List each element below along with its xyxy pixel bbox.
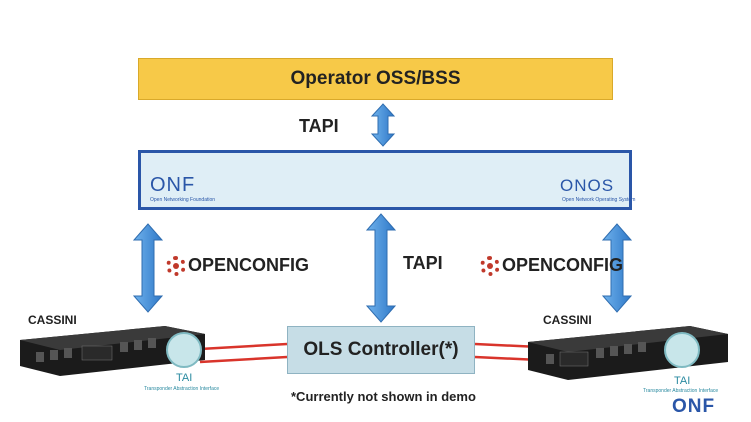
arrow-controller-ols [365, 213, 397, 323]
ols-controller-box: OLS Controller(*) [287, 326, 475, 374]
tai-left-label: TAI [176, 372, 193, 384]
footer-onf-logo: ONF [672, 396, 716, 417]
onos-caption: Open Network Operating System [562, 197, 636, 203]
ols-label: OLS Controller(*) [303, 339, 459, 360]
openconfig-right-label: OPENCONFIG [502, 255, 624, 275]
footnote: *Currently not shown in demo [291, 389, 476, 404]
onos-logo-text: ONOS [560, 176, 615, 195]
tapi-middle-label: TAPI [403, 253, 443, 273]
onf-caption: Open Networking Foundation [150, 197, 216, 203]
tai-right-label: TAI [674, 375, 691, 387]
arrow-controller-cassini-right [601, 223, 633, 313]
tapi-top-label: TAPI [299, 116, 339, 136]
tai-right-caption: Transponder Abstraction Interface [643, 388, 719, 394]
gear-icon [480, 255, 500, 276]
cassini-left-label: CASSINI [28, 313, 77, 327]
cassini-right-label: CASSINI [543, 313, 592, 327]
arrow-oss-controller [370, 103, 396, 147]
openconfig-logo-right: OPENCONFIG [480, 255, 623, 276]
onf-logo-text: ONF [150, 174, 196, 196]
operator-oss-bss-box: Operator OSS/BSS [138, 58, 613, 100]
openconfig-left-label: OPENCONFIG [188, 255, 310, 275]
sdn-controller-bar [138, 150, 632, 210]
openconfig-logo-left: OPENCONFIG [166, 255, 309, 276]
oss-label: Operator OSS/BSS [290, 68, 461, 89]
tai-left-caption: Transponder Abstraction Interface [144, 386, 220, 392]
tai-icon-right [664, 332, 700, 368]
tai-icon-left [166, 332, 202, 368]
gear-icon [166, 255, 186, 276]
arrow-controller-cassini-left [132, 223, 164, 313]
cassini-device-left [20, 326, 205, 376]
